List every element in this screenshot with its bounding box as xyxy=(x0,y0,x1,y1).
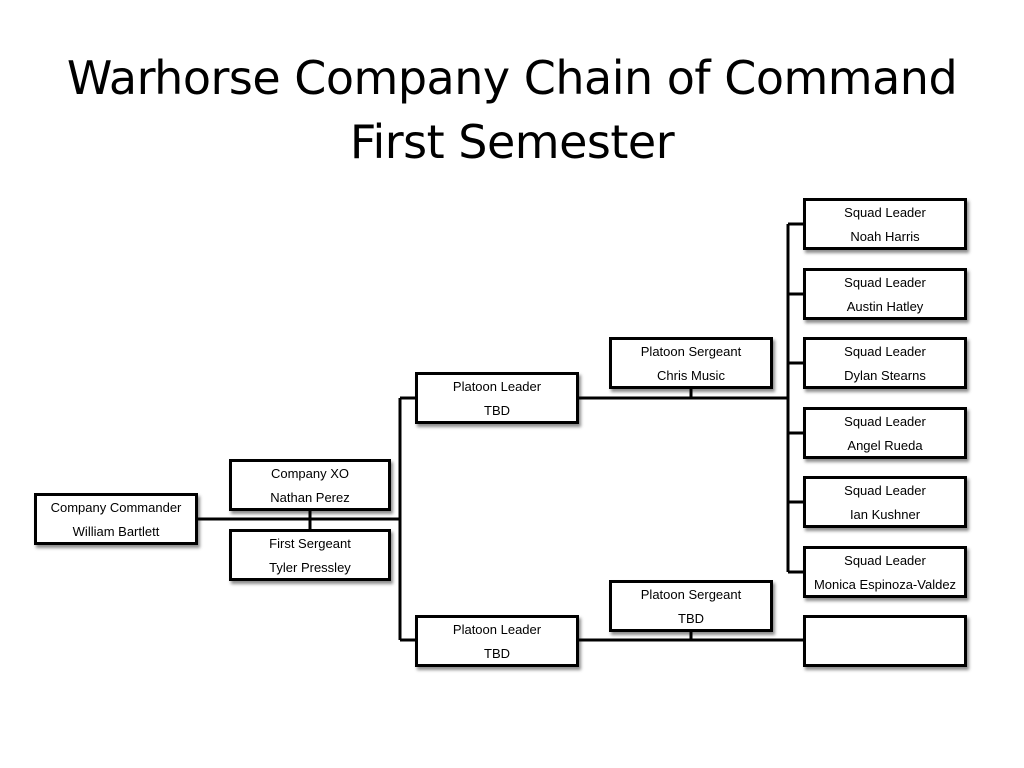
node-name: Angel Rueda xyxy=(847,438,923,453)
node-role: Platoon Sergeant xyxy=(640,344,742,359)
node-name: TBD xyxy=(678,611,704,626)
node-company-xo: Company XO Nathan Perez xyxy=(229,459,391,511)
node-role: Squad Leader xyxy=(844,414,926,429)
node-role: Squad Leader xyxy=(844,483,926,498)
node-name: TBD xyxy=(484,403,510,418)
node-squad-leader: Squad Leader Dylan Stearns xyxy=(803,337,967,389)
node-platoon-sergeant-2: Platoon Sergeant TBD xyxy=(609,580,773,632)
node-role: Company XO xyxy=(270,466,350,481)
node-role: Platoon Leader xyxy=(452,379,542,394)
node-name: William Bartlett xyxy=(72,524,160,539)
node-name: Ian Kushner xyxy=(849,507,921,522)
node-first-sergeant: First Sergeant Tyler Pressley xyxy=(229,529,391,581)
node-squad-leader: Squad Leader Noah Harris xyxy=(803,198,967,250)
node-squad-leader: Squad Leader Angel Rueda xyxy=(803,407,967,459)
node-squad-leader: Squad Leader Ian Kushner xyxy=(803,476,967,528)
title-line-1: Warhorse Company Chain of Command xyxy=(66,51,958,105)
node-role: Squad Leader xyxy=(844,275,926,290)
node-name: Dylan Stearns xyxy=(844,368,926,383)
node-squad-leader: Squad Leader Austin Hatley xyxy=(803,268,967,320)
node-role: Squad Leader xyxy=(844,344,926,359)
node-role: Company Commander xyxy=(50,500,182,515)
node-role: Platoon Leader xyxy=(452,622,542,637)
node-role: Platoon Sergeant xyxy=(640,587,742,602)
node-platoon-sergeant-1: Platoon Sergeant Chris Music xyxy=(609,337,773,389)
node-name: Nathan Perez xyxy=(270,490,350,505)
node-empty-box xyxy=(803,615,967,667)
node-name: Austin Hatley xyxy=(846,299,924,314)
node-role: First Sergeant xyxy=(269,536,351,551)
node-platoon-leader-2: Platoon Leader TBD xyxy=(415,615,579,667)
node-squad-leader: Squad Leader Monica Espinoza-Valdez xyxy=(803,546,967,598)
node-company-commander: Company Commander William Bartlett xyxy=(34,493,198,545)
node-platoon-leader-1: Platoon Leader TBD xyxy=(415,372,579,424)
node-name: Monica Espinoza-Valdez xyxy=(813,577,957,592)
node-name: TBD xyxy=(484,646,510,661)
node-role: Squad Leader xyxy=(844,553,926,568)
node-name: Chris Music xyxy=(657,368,725,383)
node-name: Noah Harris xyxy=(850,229,920,244)
node-name: Tyler Pressley xyxy=(269,560,351,575)
diagram-title: Warhorse Company Chain of Command First … xyxy=(0,46,1024,174)
title-line-2: First Semester xyxy=(349,115,675,169)
node-role: Squad Leader xyxy=(844,205,926,220)
